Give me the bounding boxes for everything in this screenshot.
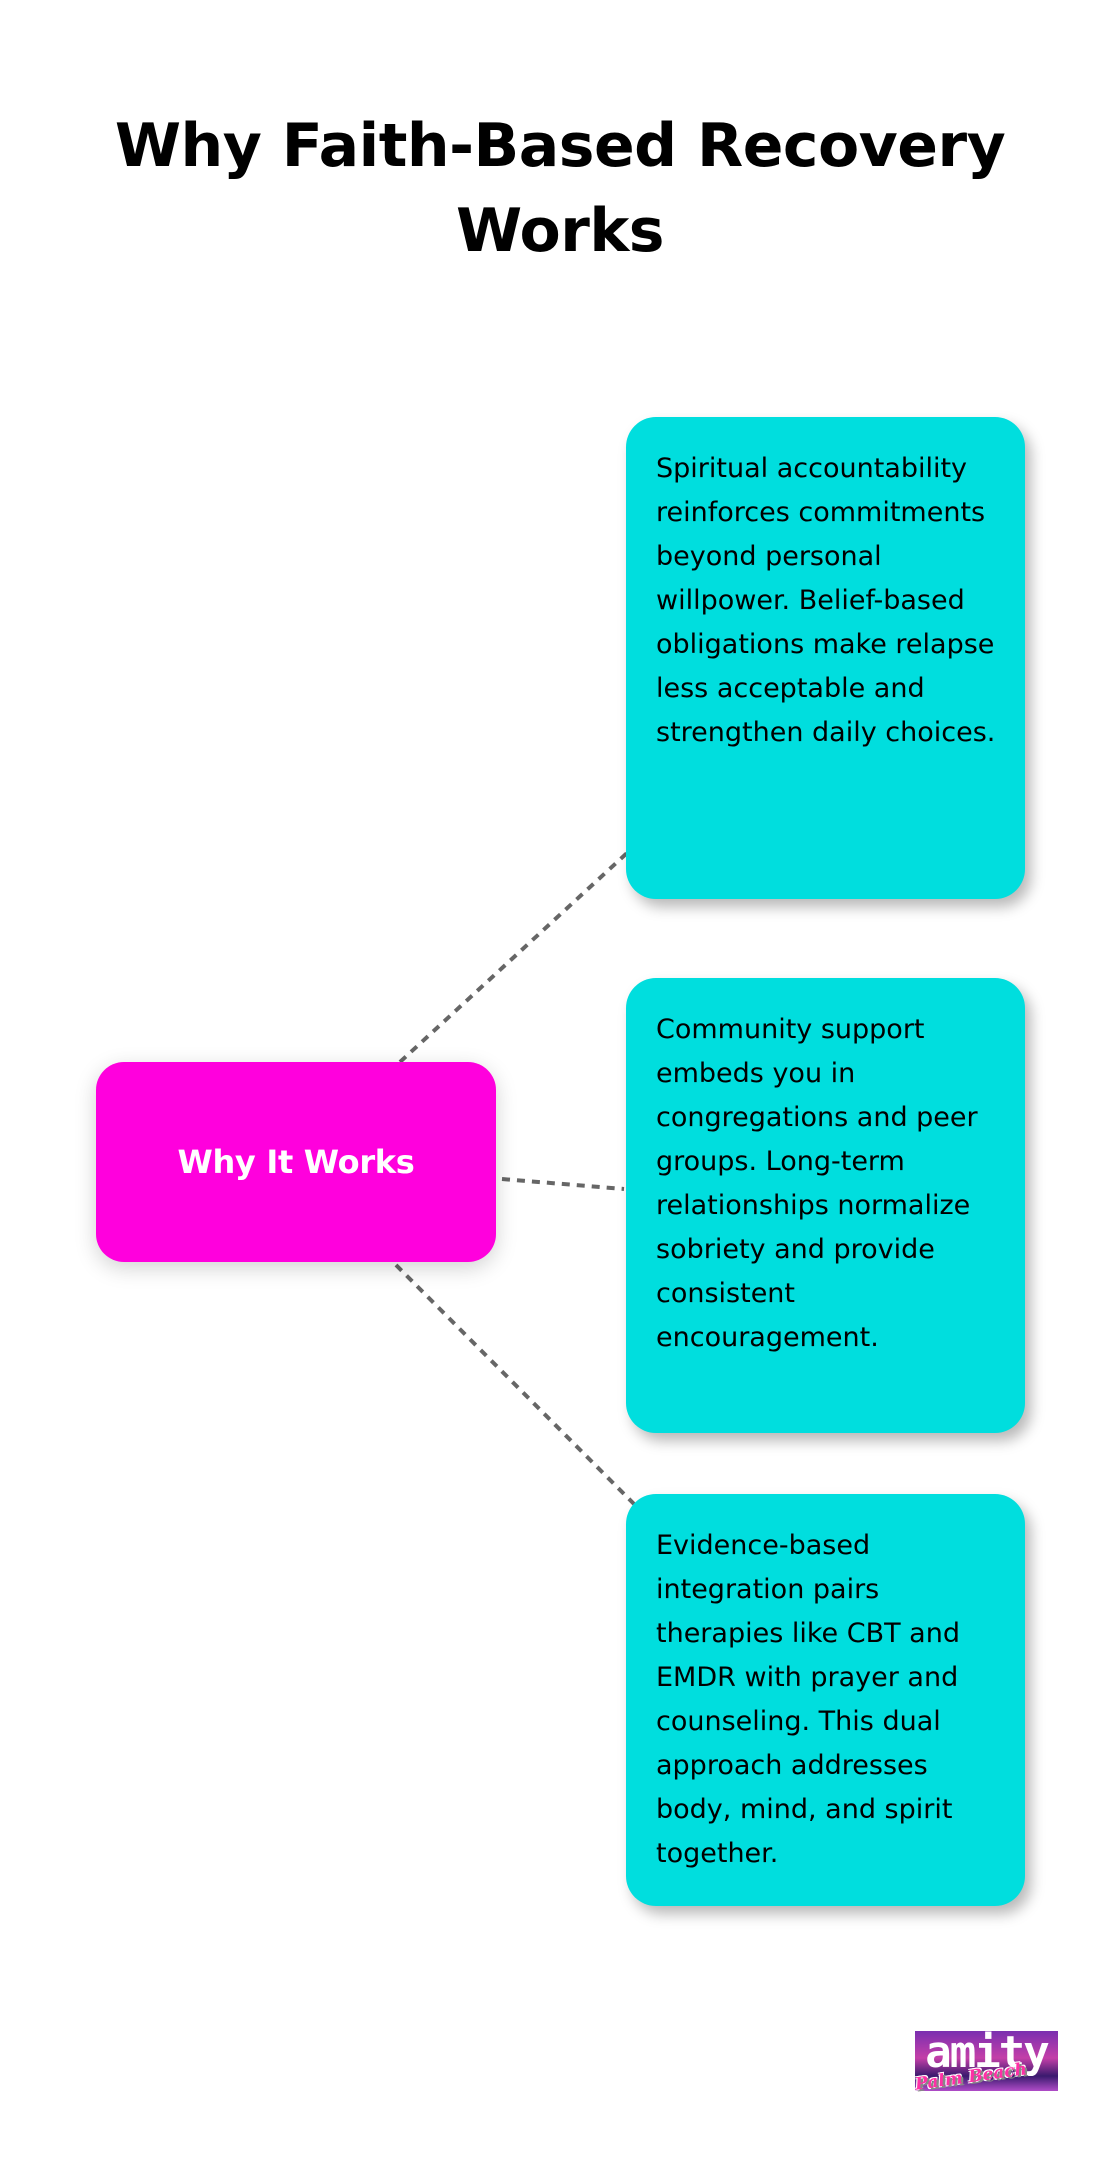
connector-line-2: [501, 1177, 625, 1191]
card-text: Evidence-based integration pairs therapi…: [656, 1530, 960, 1869]
card-text: Spiritual accountability reinforces comm…: [656, 453, 996, 748]
connector-line-1: [398, 851, 629, 1064]
center-node: Why It Works: [96, 1062, 496, 1262]
center-node-label: Why It Works: [177, 1143, 415, 1181]
title-line-1: Why Faith-Based Recovery: [114, 111, 1006, 181]
page-title: Why Faith-Based Recovery Works: [0, 104, 1120, 274]
card-spiritual-accountability: Spiritual accountability reinforces comm…: [626, 417, 1025, 899]
card-community-support: Community support embeds you in congrega…: [626, 978, 1025, 1433]
card-text: Community support embeds you in congrega…: [656, 1014, 978, 1353]
title-line-2: Works: [456, 196, 664, 266]
logo-background: [915, 2031, 1058, 2091]
logo-wordmark: amity: [925, 2027, 1049, 2078]
amity-palm-beach-logo: amity Palm Beach: [914, 2027, 1058, 2101]
connector-line-3: [394, 1263, 642, 1512]
card-evidence-based-integration: Evidence-based integration pairs therapi…: [626, 1494, 1025, 1906]
